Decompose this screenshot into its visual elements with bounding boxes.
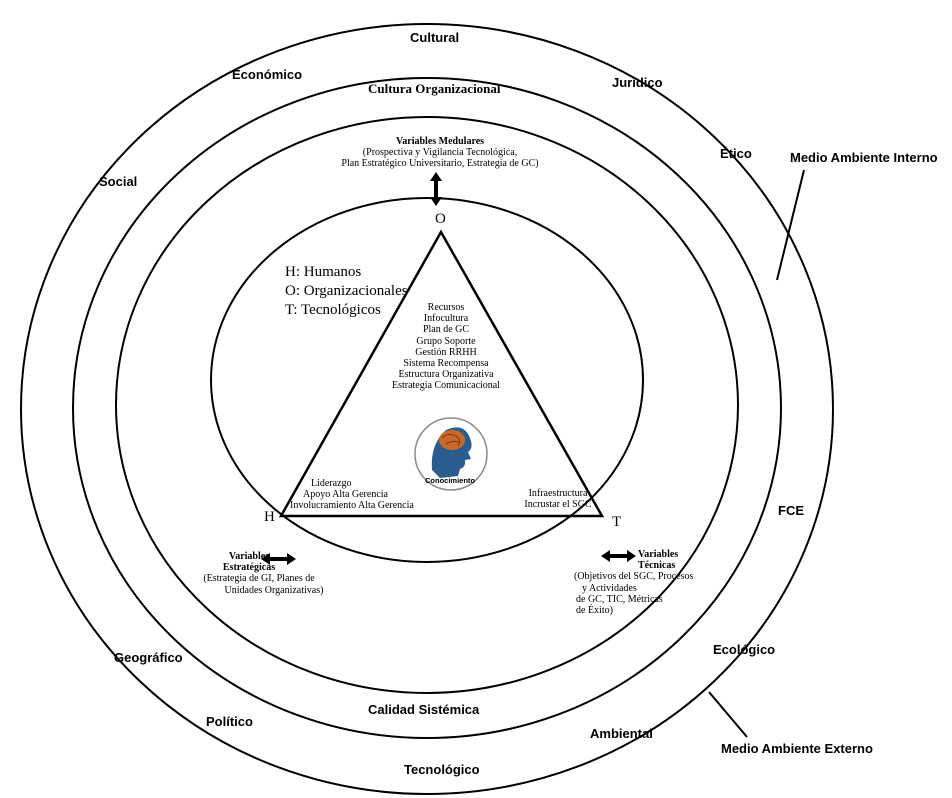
medulares-double-arrow-icon — [430, 172, 442, 206]
tech-item: Infraestructura — [528, 488, 588, 499]
variables-tecnicas-line: y Actividades — [582, 582, 637, 594]
organizational-item: Estrategia Comunicacional — [391, 380, 501, 392]
human-item: Liderazgo — [311, 478, 352, 489]
label-ecologico: Ecológico — [713, 642, 776, 657]
organizational-item: Infocultura — [423, 313, 469, 325]
vertex-h: H — [264, 509, 275, 525]
label-geografico: Geográfico — [114, 650, 183, 665]
label-ambiental: Ambiental — [590, 726, 653, 741]
organizational-item: Grupo Soporte — [416, 335, 476, 347]
variables-estrategicas-block: Variables Estratégicas (Estrategia de GI… — [184, 551, 344, 596]
knowledge-emblem — [414, 417, 488, 491]
vertex-o: O — [435, 211, 446, 227]
callout-medio-ambiente-interno: Medio Ambiente Interno — [790, 150, 938, 165]
organizational-item: Sistema Recompensa — [403, 357, 489, 369]
hot-legend: H: Humanos O: Organizacionales T: Tecnol… — [285, 263, 408, 319]
label-juridico: Jurídico — [612, 75, 663, 90]
interno-pointer-line — [776, 169, 805, 281]
externo-pointer-line — [708, 691, 748, 738]
core-ring — [210, 197, 644, 563]
label-tecnologico: Tecnológico — [404, 762, 480, 777]
organizational-item: Estructura Organizativa — [398, 369, 494, 381]
middle-ring — [72, 77, 782, 739]
organizational-item: Plan de GC — [422, 324, 470, 336]
variables-estrategicas-title: Variables — [228, 551, 270, 562]
variables-tecnicas-line: de Éxito) — [576, 604, 613, 616]
label-politico: Político — [206, 714, 253, 729]
organizational-item: Gestión RRHH — [415, 346, 477, 358]
legend-item: H: Humanos — [285, 264, 362, 280]
variables-medulares-line: (Prospectiva y Vigilancia Tecnológica, — [362, 147, 518, 159]
variables-tecnicas-title: Variables — [638, 549, 679, 560]
human-item: Involucramiento Alta Gerencia — [290, 500, 414, 512]
human-items: Liderazgo Apoyo Alta Gerencia Involucram… — [285, 478, 425, 512]
label-fce: FCE — [778, 503, 804, 518]
variables-tecnicas-line: de GC, TIC, Métricas — [576, 593, 663, 605]
brain-head-icon — [431, 427, 472, 478]
tech-item: Incrustar el SGC — [524, 499, 592, 511]
variables-estrategicas-line: Unidades Organizativas) — [224, 584, 324, 596]
organizational-items: Recursos Infocultura Plan de GC Grupo So… — [366, 302, 526, 392]
variables-medulares-line: Plan Estratégico Universitario, Estrateg… — [341, 158, 539, 170]
hot-triangle — [278, 229, 605, 518]
inner-ring — [115, 116, 739, 694]
outer-ring — [20, 23, 834, 795]
variables-medulares-title: Variables Medulares — [395, 136, 485, 147]
legend-item: O: Organizacionales — [285, 282, 408, 299]
center-label-conocimiento: Conocimiento — [425, 476, 475, 485]
label-cultural: Cultural — [410, 30, 460, 45]
tecnicas-double-arrow-icon — [601, 550, 636, 562]
variables-tecnicas-line: (Objetivos del SGC, Procesos — [574, 571, 694, 583]
callout-medio-ambiente-externo: Medio Ambiente Externo — [721, 741, 873, 756]
label-calidad-sistemica: Calidad Sistémica — [368, 702, 480, 717]
variables-estrategicas-title: Estratégicas — [222, 562, 276, 574]
variables-medulares-block: Variables Medulares (Prospectiva y Vigil… — [300, 136, 580, 170]
label-cultura-organizacional: Cultura Organizacional — [368, 81, 501, 96]
variables-tecnicas-title: Técnicas — [638, 560, 676, 572]
label-etico: Ético — [720, 146, 752, 161]
organizational-item: Recursos — [427, 302, 465, 313]
tech-items: Infraestructura Incrustar el SGC — [508, 488, 608, 510]
estrategicas-double-arrow-icon — [261, 553, 296, 565]
variables-tecnicas-block: Variables Técnicas (Objetivos del SGC, P… — [570, 549, 710, 616]
legend-item: T: Tecnológicos — [285, 301, 381, 318]
human-item: Apoyo Alta Gerencia — [303, 489, 388, 501]
vertex-t: T — [612, 514, 622, 530]
label-economico: Económico — [232, 67, 303, 82]
label-social: Social — [99, 174, 138, 189]
variables-estrategicas-line: (Estrategia de GI, Planes de — [203, 573, 315, 585]
